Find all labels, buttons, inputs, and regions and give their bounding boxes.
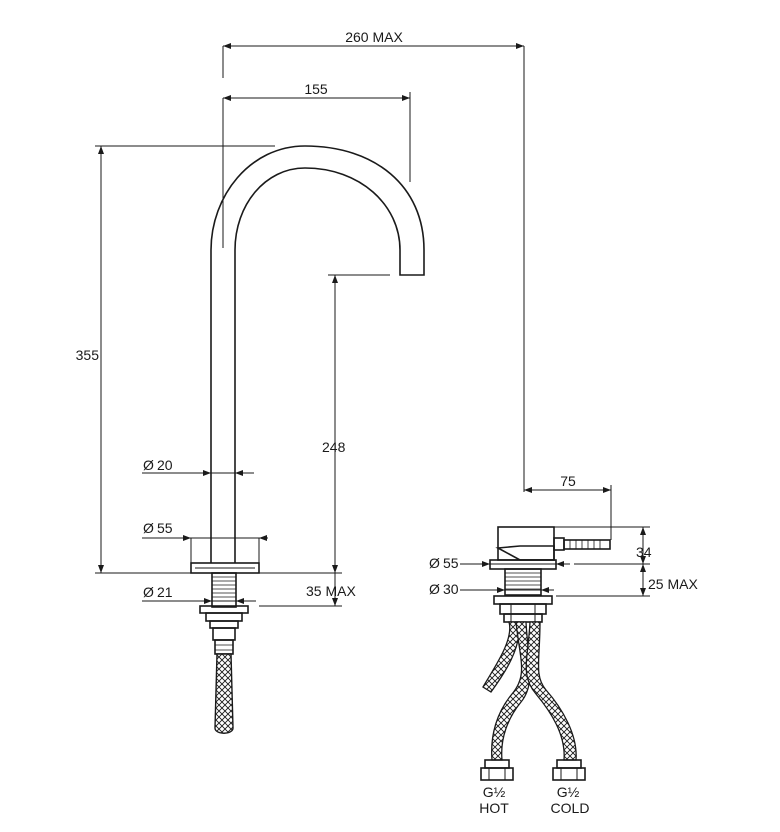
dim-base-diameter-label: 55 bbox=[157, 520, 173, 536]
dim-mixer-base-diameter: Ø 55 bbox=[429, 555, 570, 571]
dim-outlet-height-label: 248 bbox=[322, 439, 346, 455]
dim-spout-bench-thickness: 35 MAX bbox=[259, 573, 356, 607]
mixer-cold-hose bbox=[525, 621, 577, 761]
dim-shank-diameter: Ø 21 bbox=[142, 584, 256, 604]
spout-supply-hose bbox=[214, 653, 234, 734]
dim-spout-bench-thickness-label: 35 MAX bbox=[306, 583, 356, 599]
mixer-body bbox=[489, 526, 557, 570]
dim-base-diameter-symbol: Ø bbox=[143, 520, 154, 536]
dim-height: 355 bbox=[76, 145, 275, 574]
dim-max-width-label: 260 MAX bbox=[345, 29, 403, 45]
dim-mixer-base-diameter-symbol: Ø bbox=[429, 555, 440, 571]
dim-shank-diameter-symbol: Ø bbox=[143, 584, 154, 600]
mixer-shank-thread bbox=[504, 568, 542, 596]
hot-hose-fitting bbox=[480, 759, 514, 781]
spout-lock-nut bbox=[199, 605, 249, 655]
dim-body-height-label: 34 bbox=[636, 544, 652, 560]
dim-reach-label: 155 bbox=[304, 81, 328, 97]
dim-base-diameter: Ø 55 bbox=[142, 520, 268, 563]
hot-thread-label: G½ bbox=[483, 784, 506, 800]
dim-max-width: 260 MAX bbox=[222, 29, 525, 492]
dim-mixer-base-diameter-label: 55 bbox=[443, 555, 459, 571]
mixer-lever bbox=[553, 537, 611, 551]
mixer-hot-hose bbox=[482, 621, 531, 761]
cold-hose-fitting bbox=[552, 759, 586, 781]
dim-lever-length: 75 bbox=[524, 473, 612, 540]
spout-shank-thread bbox=[211, 572, 237, 608]
dim-spout-diameter-label: 20 bbox=[157, 457, 173, 473]
dim-lever-length-label: 75 bbox=[560, 473, 576, 489]
dim-mixer-bench-thickness-label: 25 MAX bbox=[648, 576, 698, 592]
spout-outline bbox=[210, 145, 425, 563]
dim-shank-diameter-label: 21 bbox=[157, 584, 173, 600]
dim-spout-diameter: Ø 20 bbox=[142, 457, 254, 476]
dim-mixer-bench-thickness: 25 MAX bbox=[556, 564, 698, 597]
spout-base-flange bbox=[190, 562, 260, 574]
dim-body-height: 34 bbox=[554, 526, 652, 565]
hot-label: HOT bbox=[479, 800, 509, 816]
mixer-lock-nut bbox=[493, 595, 553, 623]
dim-mixer-shank-diameter-symbol: Ø bbox=[429, 581, 440, 597]
cold-thread-label: G½ bbox=[557, 784, 580, 800]
dim-mixer-shank-diameter-label: 30 bbox=[443, 581, 459, 597]
dim-spout-diameter-symbol: Ø bbox=[143, 457, 154, 473]
dim-outlet-height: 248 bbox=[259, 274, 390, 574]
dim-mixer-shank-diameter: Ø 30 bbox=[429, 581, 554, 597]
dim-reach: 155 bbox=[222, 81, 411, 248]
dim-height-label: 355 bbox=[76, 347, 100, 363]
cold-label: COLD bbox=[551, 800, 590, 816]
